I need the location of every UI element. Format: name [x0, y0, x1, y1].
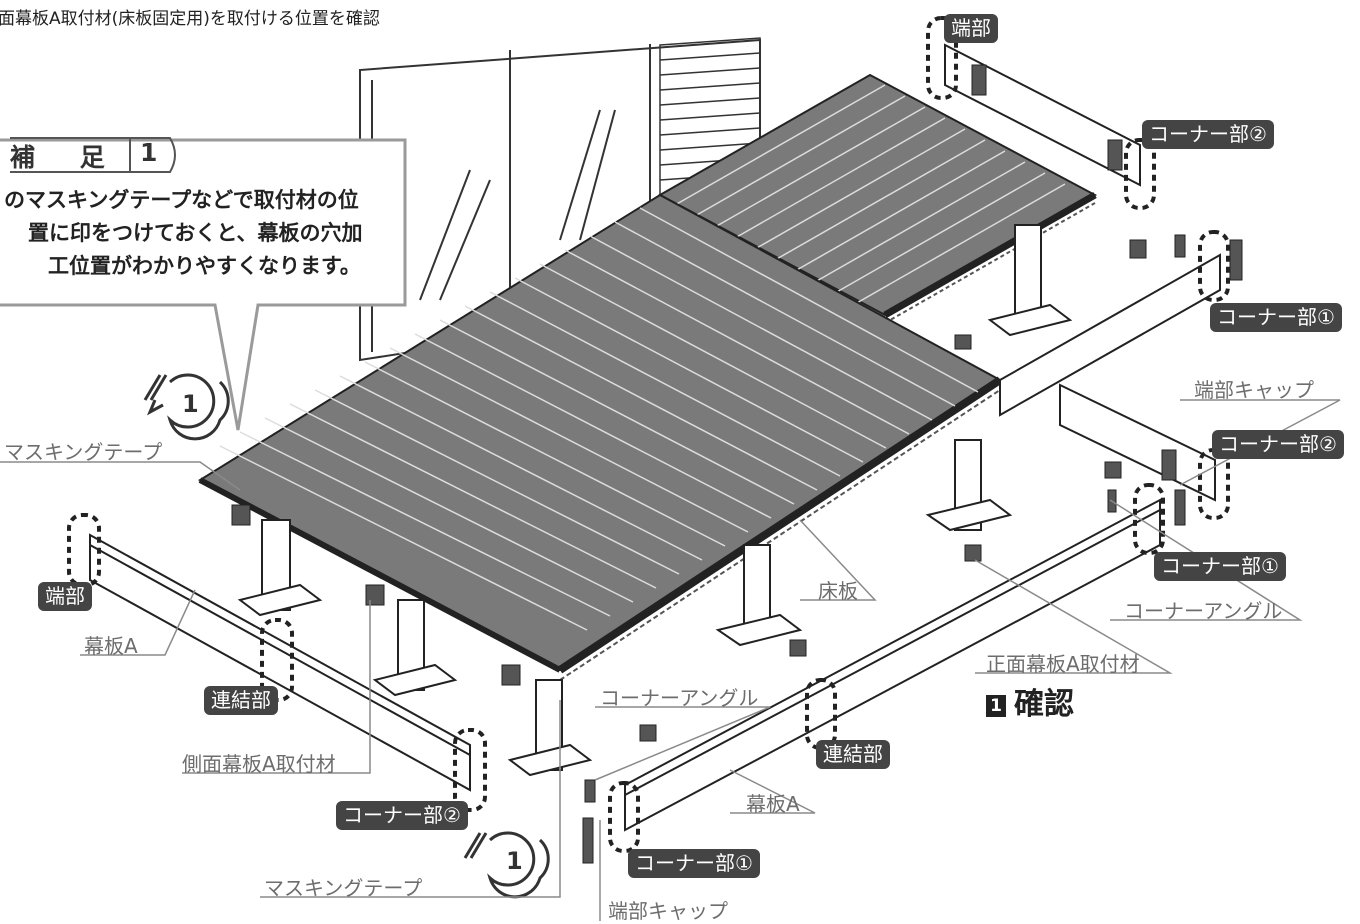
main-deck: [197, 193, 1003, 681]
masking-tape-icon-bottom: [463, 831, 550, 899]
upper-deck-gaps: [674, 84, 1066, 305]
badge-end-top: 端部: [944, 14, 998, 43]
step-confirm: 1 確認: [986, 679, 1074, 723]
leader-lines: [0, 399, 1341, 921]
label-floor-board: 床板: [818, 579, 858, 603]
callout-line: のマスキングテープなどで取付材の位: [4, 188, 359, 212]
label-front-mount: 正面幕板A取付材: [986, 652, 1140, 676]
callout-box: [0, 138, 407, 431]
masking-tape-icon-top: [143, 373, 230, 441]
label-end-cap-right: 端部キャップ: [1194, 378, 1314, 402]
label-side-mount: 側面幕板A取付材: [182, 752, 336, 776]
badge-joint-front: 連結部: [816, 740, 890, 769]
badge-joint-left: 連結部: [204, 686, 278, 715]
label-skirt-a-left: 幕板A: [84, 634, 138, 658]
step-marker: 1: [986, 695, 1006, 717]
label-corner-angle-front: コーナーアングル: [600, 686, 759, 710]
label-masking-tape-top: マスキングテープ: [4, 440, 163, 464]
label-masking-tape-bottom: マスキングテープ: [264, 876, 423, 900]
masking-tape-icon-number: 1: [182, 390, 199, 418]
badge-corner1-bottom: コーナー部①: [628, 849, 760, 878]
callout-line: 工位置がわかりやすくなります。: [48, 254, 361, 278]
badge-corner1-right: コーナー部①: [1210, 303, 1342, 332]
badge-end-left: 端部: [38, 582, 92, 611]
callout-line: 置に印をつけておくと、幕板の穴加: [28, 221, 363, 245]
posts: [237, 224, 1073, 777]
main-deck-gaps: [219, 207, 979, 631]
badge-corner2-top: コーナー部②: [1142, 120, 1274, 149]
label-corner-angle-right: コーナーアングル: [1124, 599, 1283, 623]
callout-number: 1: [140, 138, 158, 167]
mid-right-skirt: [999, 253, 1221, 417]
upper-right-skirt: [944, 43, 1141, 187]
callout-title: 補 足: [10, 143, 123, 172]
callout-title-frame: [10, 137, 176, 173]
callout-body: のマスキングテープなどで取付材の位 置に印をつけておくと、幕板の穴加 工位置がわ…: [4, 184, 384, 283]
masking-tape-icon-number: 1: [506, 847, 523, 875]
badge-corner1-mid: コーナー部①: [1154, 552, 1286, 581]
label-end-cap-bottom: 端部キャップ: [608, 899, 728, 923]
left-skirt-board: [89, 533, 471, 792]
badge-corner2-bottom: コーナー部②: [336, 801, 468, 830]
upper-deck: [657, 73, 1098, 324]
right-skirt: [1059, 383, 1216, 502]
step-label: 確認: [1014, 687, 1074, 722]
label-skirt-a-front: 幕板A: [746, 792, 800, 816]
page-heading: 面幕板A取付材(床板固定用)を取付ける位置を確認: [0, 9, 380, 29]
badge-corner2-right: コーナー部②: [1212, 430, 1344, 459]
